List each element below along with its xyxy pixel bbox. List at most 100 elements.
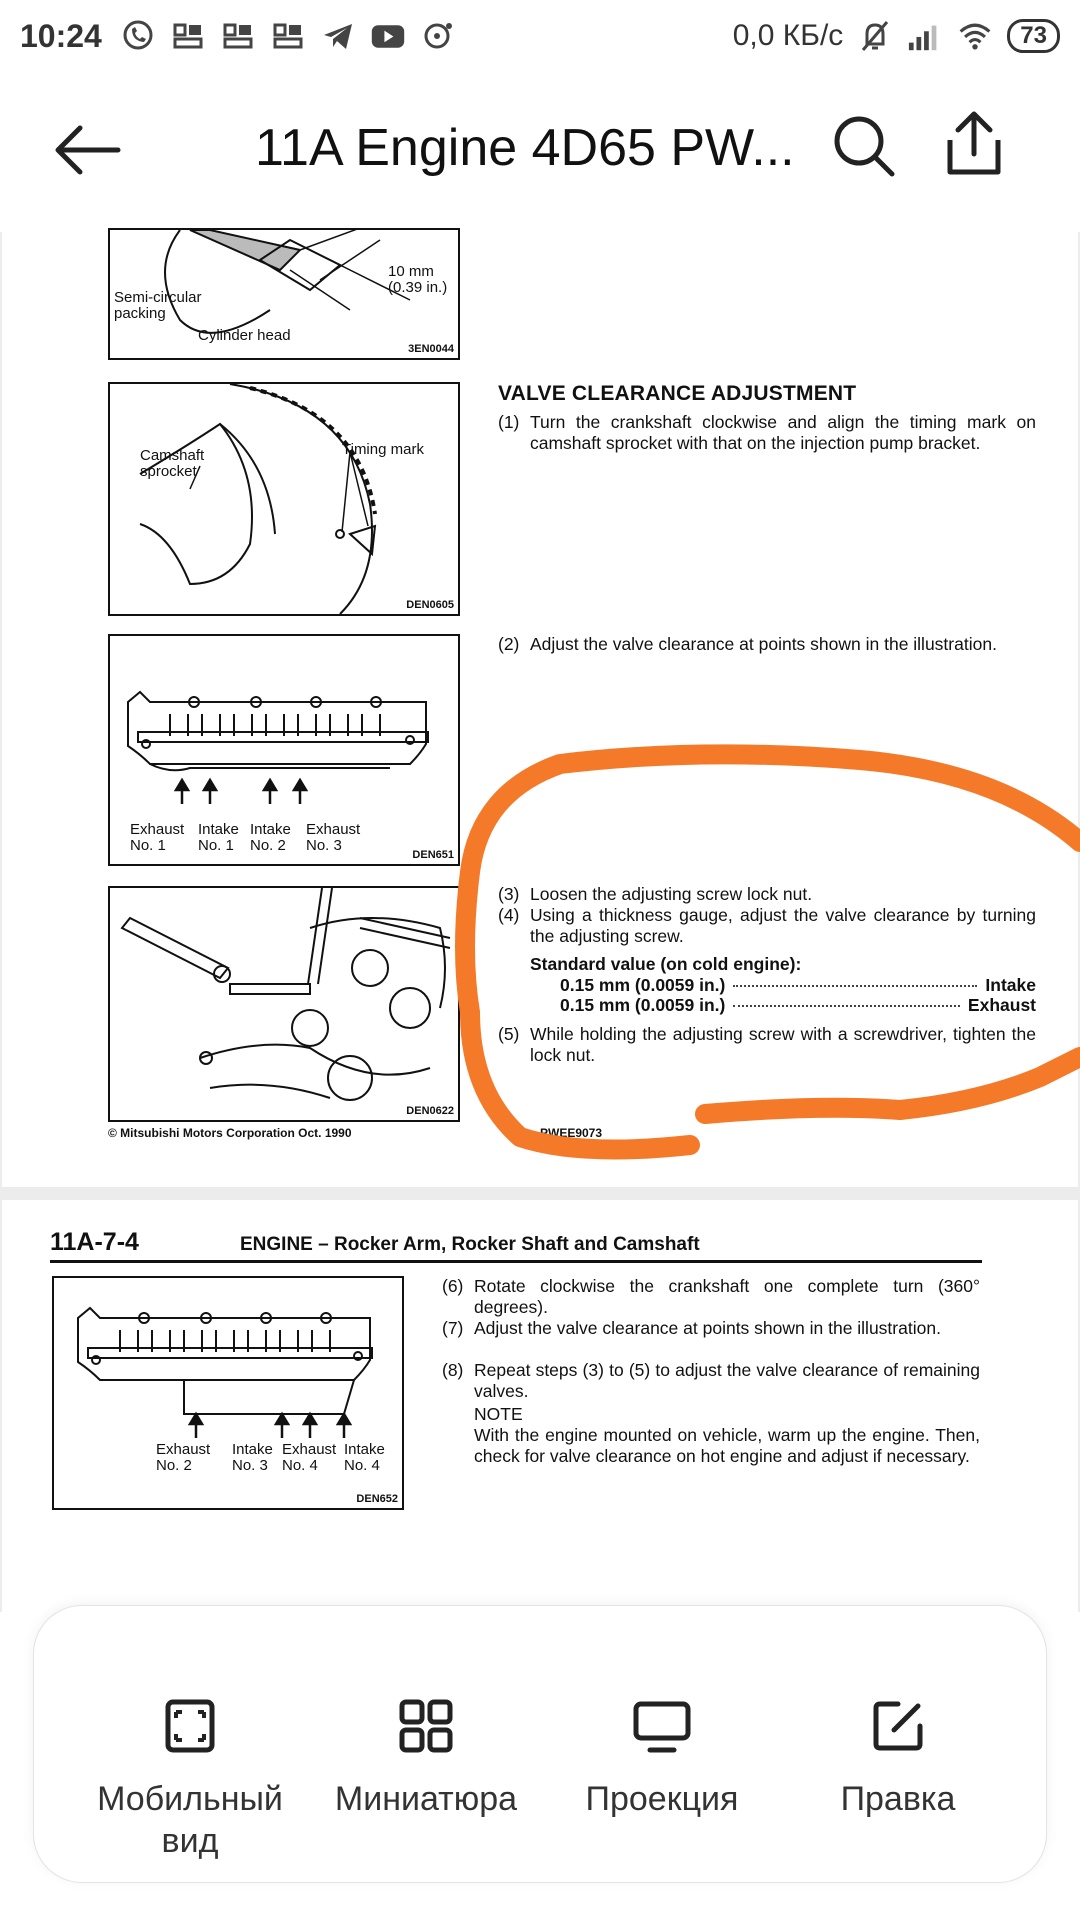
figure-camshaft-sprocket: Camshaft sprocket Timing mark DEN0605 xyxy=(108,382,460,616)
signal-icon xyxy=(907,18,943,54)
app-icon xyxy=(270,18,306,54)
label-intake-4: Intake xyxy=(344,1441,385,1458)
figure-thickness-gauge: DEN0622 xyxy=(108,886,460,1122)
action-label: Миниатюра xyxy=(334,1780,518,1818)
step-text: Rotate clockwise the crankshaft one comp… xyxy=(474,1276,980,1317)
step-text: While holding the adjusting screw with a… xyxy=(530,1024,1036,1065)
rocker-illustration xyxy=(77,1306,373,1438)
standard-value: 0.15 mm (0.0059 in.) xyxy=(560,975,726,995)
document-title: 11A Engine 4D65 PW... xyxy=(255,119,795,177)
step-1: (1) Turn the crankshaft clockwise and al… xyxy=(498,412,1036,454)
label-exhaust-4: Exhaust xyxy=(282,1441,337,1458)
label-sprocket: sprocket xyxy=(140,463,197,480)
telegram-icon xyxy=(320,18,356,54)
label-no-2: No. 2 xyxy=(156,1457,192,1474)
note-heading-text: NOTE xyxy=(474,1404,523,1424)
step-number: (4) xyxy=(498,905,520,925)
fullscreen-icon xyxy=(165,1699,215,1753)
section-title: ENGINE – Rocker Arm, Rocker Shaft and Ca… xyxy=(240,1234,700,1255)
step-3: (3) Loosen the adjusting screw lock nut. xyxy=(498,884,1036,905)
step-6: (6) Rotate clockwise the crankshaft one … xyxy=(442,1276,980,1318)
label-exhaust-2: Exhaust xyxy=(156,1441,211,1458)
step-text: Repeat steps (3) to (5) to adjust the va… xyxy=(474,1360,980,1401)
label-packing: packing xyxy=(114,305,166,322)
app-icon xyxy=(170,18,206,54)
back-button[interactable] xyxy=(52,120,122,180)
action-label: Правка xyxy=(840,1780,956,1818)
standard-value-heading: Standard value (on cold engine): xyxy=(530,954,802,974)
document-code: PWEE9073 xyxy=(540,1126,603,1140)
figure-code: DEN0605 xyxy=(406,599,454,611)
figure-valve-points-2: Exhaust No. 2 Intake No. 3 Exhaust No. 4… xyxy=(52,1276,404,1510)
figure-code: DEN0622 xyxy=(406,1105,454,1117)
figure-code: 3EN0044 xyxy=(408,343,454,355)
action-label: Мобильный вид xyxy=(97,1780,283,1860)
label-semi-circular: Semi-circular xyxy=(114,289,202,306)
copyright-notice: © Mitsubishi Motors Corporation Oct. 199… xyxy=(108,1126,352,1140)
search-button[interactable] xyxy=(832,114,896,178)
section-number: 11A-7-4 xyxy=(50,1228,139,1256)
viber-icon xyxy=(120,18,156,54)
document-page-2: 11A-7-4 ENGINE – Rocker Arm, Rocker Shaf… xyxy=(2,1200,1078,1620)
step-text: Loosen the adjusting screw lock nut. xyxy=(530,884,813,904)
note-body: With the engine mounted on vehicle, warm… xyxy=(474,1425,980,1467)
arrow-left-icon xyxy=(55,125,121,175)
section-rule xyxy=(50,1260,982,1263)
label-no-1: No. 1 xyxy=(130,837,166,854)
step-text: Adjust the valve clearance at points sho… xyxy=(474,1318,941,1338)
label-no-3: No. 3 xyxy=(232,1457,268,1474)
gauge-illustration xyxy=(120,887,451,1101)
chat-icon xyxy=(420,18,456,54)
label-cylinder-head: Cylinder head xyxy=(198,327,291,344)
step-2: (2) Adjust the valve clearance at points… xyxy=(498,634,1036,655)
wifi-icon xyxy=(957,18,993,54)
step-number: (8) xyxy=(442,1360,464,1380)
step-number: (5) xyxy=(498,1024,520,1044)
step-text: Adjust the valve clearance at points sho… xyxy=(530,634,997,654)
notification-icons xyxy=(120,18,456,54)
standard-value-label: Intake xyxy=(985,975,1036,995)
note-text: With the engine mounted on vehicle, warm… xyxy=(474,1425,980,1466)
step-text: Using a thickness gauge, adjust the valv… xyxy=(530,905,1036,946)
edit-button[interactable]: Правка xyxy=(778,1696,1018,1820)
step-5: (5) While holding the adjusting screw wi… xyxy=(498,1024,1036,1066)
step-number: (3) xyxy=(498,884,520,904)
status-bar: 10:24 0,0 КБ/с xyxy=(0,0,1080,72)
share-button[interactable] xyxy=(944,110,1004,178)
projection-button[interactable]: Проекция xyxy=(542,1696,782,1820)
document-page-1: Semi-circular packing Cylinder head 10 m… xyxy=(2,227,1078,1187)
label-no-2: No. 2 xyxy=(250,837,286,854)
app-icon xyxy=(220,18,256,54)
label-exhaust-1: Exhaust xyxy=(130,821,185,838)
label-039in: (0.39 in.) xyxy=(388,279,448,296)
standard-value-label: Exhaust xyxy=(967,995,1036,1015)
monitor-icon xyxy=(633,1701,691,1753)
mute-icon xyxy=(857,18,893,54)
label-no-4: No. 4 xyxy=(282,1457,318,1474)
note-heading: NOTE xyxy=(474,1404,980,1425)
step-4: (4) Using a thickness gauge, adjust the … xyxy=(498,905,1036,947)
thumbnail-button[interactable]: Миниатюра xyxy=(306,1696,546,1820)
leader-dots xyxy=(733,1005,960,1007)
step-number: (1) xyxy=(498,412,520,432)
step-number: (7) xyxy=(442,1318,464,1338)
document-viewer[interactable]: Semi-circular packing Cylinder head 10 m… xyxy=(0,227,1080,1620)
step-8: (8) Repeat steps (3) to (5) to adjust th… xyxy=(442,1360,980,1402)
sprocket-illustration xyxy=(139,383,377,615)
figure-code: DEN652 xyxy=(356,1493,398,1505)
section-heading: VALVE CLEARANCE ADJUSTMENT xyxy=(498,382,857,405)
figure-valve-points-1: Exhaust No. 1 Intake No. 1 Intake No. 2 … xyxy=(108,634,460,866)
mobile-view-button[interactable]: Мобильный вид xyxy=(70,1696,310,1862)
label-intake-1: Intake xyxy=(198,821,239,838)
standard-value: 0.15 mm (0.0059 in.) xyxy=(560,995,726,1015)
label-no-4b: No. 4 xyxy=(344,1457,380,1474)
standard-value-exhaust: 0.15 mm (0.0059 in.) Exhaust xyxy=(560,995,1036,1016)
grid-icon xyxy=(399,1699,453,1753)
packing-illustration xyxy=(164,227,411,334)
figure-semi-circular-packing: Semi-circular packing Cylinder head 10 m… xyxy=(108,227,460,360)
battery-icon: 73 xyxy=(1007,19,1060,53)
label-no-3: No. 3 xyxy=(306,837,342,854)
leader-dots xyxy=(733,985,978,987)
search-icon xyxy=(834,116,895,177)
action-label: Проекция xyxy=(585,1780,739,1818)
